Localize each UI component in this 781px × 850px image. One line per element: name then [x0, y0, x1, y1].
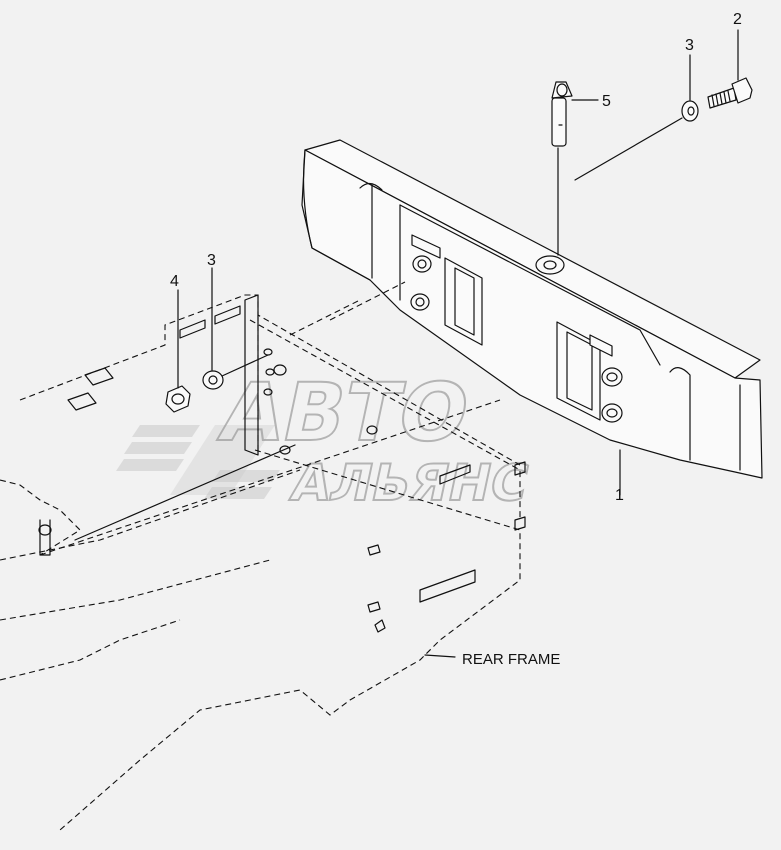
rear-frame-label: REAR FRAME — [462, 651, 560, 668]
callout-1: 1 — [615, 487, 624, 504]
callout-4: 4 — [170, 273, 179, 290]
watermark-text-line1: АВТО — [212, 367, 477, 460]
bolt-axis-line — [574, 117, 683, 181]
callout-2: 2 — [733, 11, 742, 28]
washer-3-top — [681, 100, 699, 122]
callout-3-left: 3 — [207, 252, 216, 269]
watermark-logo — [116, 425, 280, 499]
nut-4 — [165, 385, 191, 413]
counterweight — [301, 139, 763, 479]
bolt-2 — [707, 77, 753, 109]
callout-3-top: 3 — [685, 37, 694, 54]
leader-lines — [177, 29, 739, 658]
washer-3-left — [202, 370, 224, 390]
lifting-pin — [551, 81, 573, 147]
callout-5: 5 — [602, 93, 611, 110]
rear-frame — [0, 281, 526, 831]
watermark-text-line2: АЛЬЯНС — [286, 454, 534, 512]
